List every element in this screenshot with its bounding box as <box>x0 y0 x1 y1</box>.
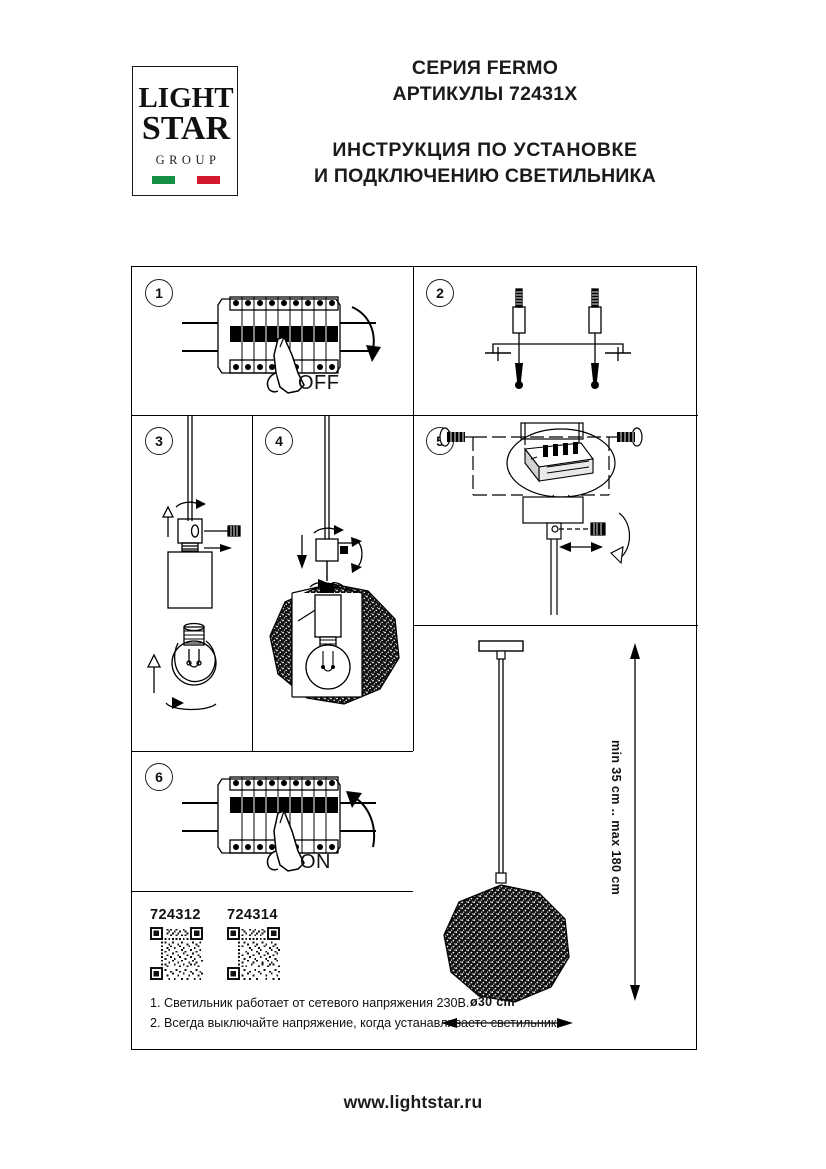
step-number-1: 1 <box>145 279 173 307</box>
article-title: АРТИКУЛЫ 72431X <box>392 82 578 105</box>
header-title-block: СЕРИЯ FERMO АРТИКУЛЫ 72431X ИНСТРУКЦИЯ П… <box>255 56 715 190</box>
height-dimension-label: min 35 cm .. max 180 cm <box>609 740 623 896</box>
qr-code-724314[interactable] <box>227 927 280 980</box>
divider-horizontal-bottom <box>132 891 413 893</box>
pendant-product-drawing <box>441 640 640 1028</box>
logo-text-star: STAR <box>141 110 231 147</box>
breaker-off-illustration <box>182 296 381 394</box>
step-number-2: 2 <box>426 279 454 307</box>
step-panel-5: 5 <box>413 415 698 625</box>
ceiling-mount-wiring-illustration <box>439 422 643 615</box>
step-number-4: 4 <box>265 427 293 455</box>
flag-stripe-red <box>197 176 221 184</box>
flag-stripe-green <box>152 176 175 184</box>
step-panel-1: 1 <box>132 267 413 415</box>
step-panel-3: 3 <box>132 415 252 751</box>
article-number-2: 724314 <box>227 907 278 923</box>
anchors-bracket-illustration <box>485 288 631 389</box>
website-url[interactable]: www.lightstar.ru <box>343 1092 483 1112</box>
divider-vertical-main <box>413 267 415 751</box>
breaker-on-illustration <box>182 776 376 872</box>
step6-on-label: ON <box>300 851 331 873</box>
instruction-title-line1: ИНСТРУКЦИЯ ПО УСТАНОВКЕ <box>332 138 638 161</box>
diameter-dimension-label: ø30 cm <box>470 995 515 1009</box>
instruction-panel-grid: 1 <box>131 266 698 1051</box>
safety-note-1: 1. Светильник работает от сетевого напря… <box>150 996 470 1010</box>
divider-horizontal-step5 <box>413 625 698 627</box>
instruction-title-line2: И ПОДКЛЮЧЕНИЮ СВЕТИЛЬНИКА <box>314 164 656 187</box>
article-number-1: 724312 <box>150 907 201 923</box>
page-header: LIGHT STAR GROUP СЕРИЯ FERMO АРТИКУЛЫ 72… <box>0 0 826 250</box>
italian-flag-icon <box>152 176 221 184</box>
logo-text-group: GROUP <box>155 153 221 167</box>
step-number-3: 3 <box>145 427 173 455</box>
code-item-1: 724312 <box>150 907 203 980</box>
brand-logo: LIGHT STAR GROUP <box>132 66 238 196</box>
step1-off-label: OFF <box>298 372 340 394</box>
step-panel-6: 6 <box>132 751 413 891</box>
step-number-6: 6 <box>145 763 173 791</box>
safety-note-2: 2. Всегда выключайте напряжение, когда у… <box>150 1015 560 1030</box>
shade-install-illustration <box>269 415 400 705</box>
divider-horizontal-top <box>132 415 698 417</box>
logo-text-light: LIGHT <box>138 82 234 114</box>
divider-vertical-step34 <box>252 415 254 751</box>
step-panel-4: 4 <box>252 415 413 751</box>
safety-notes-block: 1. Светильник работает от сетевого напря… <box>150 994 670 1033</box>
series-title: СЕРИЯ FERMO <box>411 57 559 79</box>
product-dimension-panel: min 35 cm .. max 180 cm ø30 cm <box>413 625 698 1051</box>
divider-horizontal-step6 <box>132 751 413 753</box>
page-footer: www.lightstar.ru <box>0 1092 826 1113</box>
lampholder-bulb-illustration <box>146 415 241 711</box>
qr-code-724312[interactable] <box>150 927 203 980</box>
step-panel-2: 2 <box>413 267 698 415</box>
flag-stripe-white <box>174 176 198 184</box>
shade-sphere <box>443 884 570 1003</box>
code-item-2: 724314 <box>227 907 280 980</box>
